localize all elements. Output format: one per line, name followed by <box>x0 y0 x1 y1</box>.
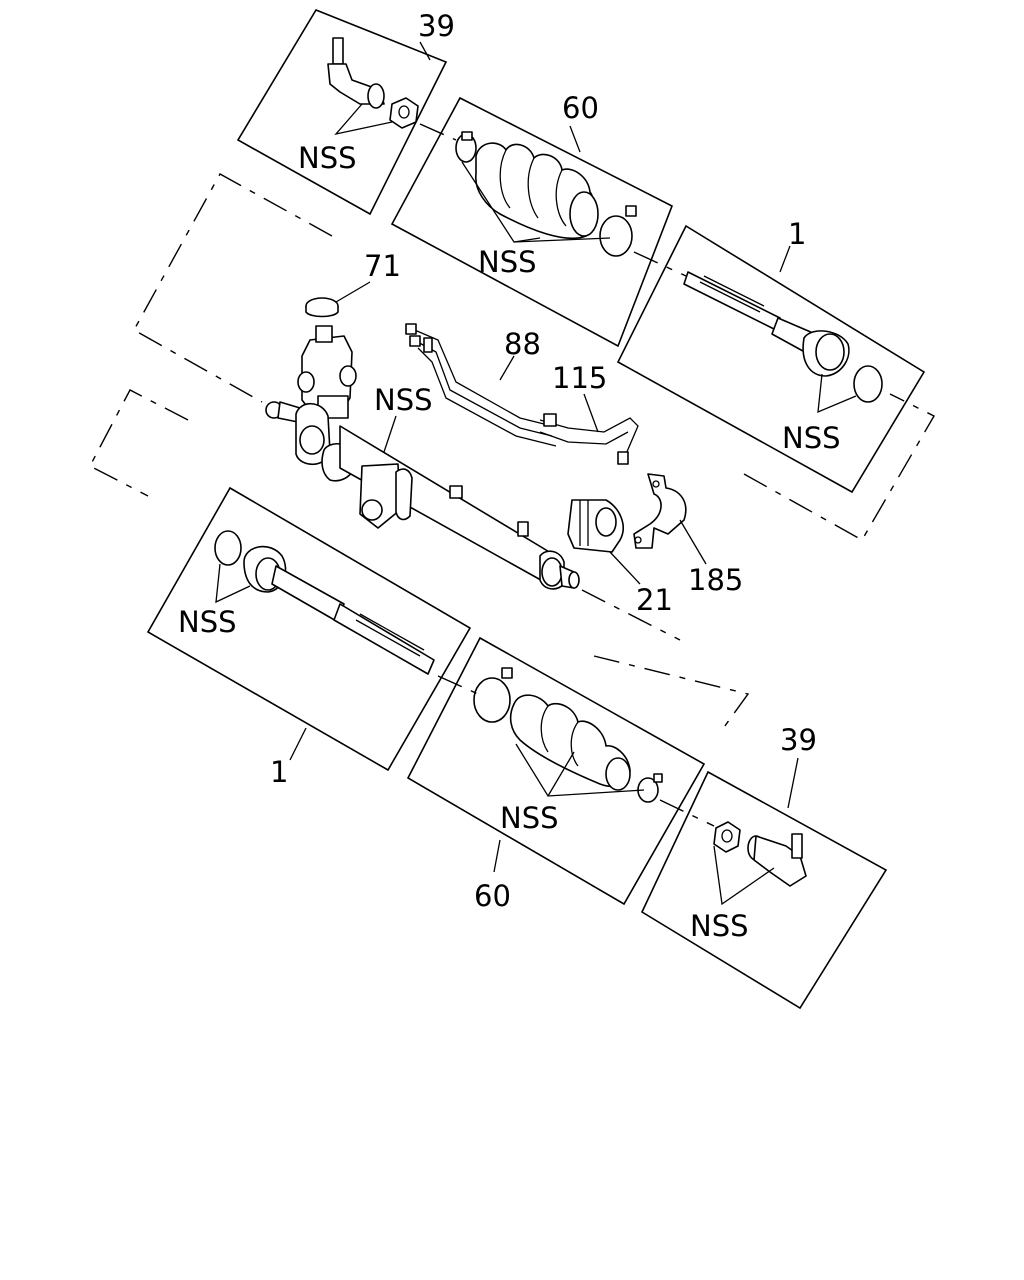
tie-rod-end-lower-part <box>747 833 807 887</box>
box-boot-upper <box>390 96 674 348</box>
leader-nss-lower-inner-rod <box>215 563 251 604</box>
callout-115: 115 <box>552 361 607 395</box>
group-boot-lower: NSS 60 <box>406 636 706 913</box>
group-pipe-88: 88 <box>405 323 557 447</box>
assembly-axis-lines <box>419 123 715 827</box>
box-inner-tie-rod-lower <box>146 486 472 772</box>
leader-nss-upper-inner-rod <box>817 373 857 414</box>
box-boot-lower <box>406 636 706 906</box>
inner-tie-rod-lower-part <box>243 545 435 675</box>
boot-clamp-small-upper <box>455 131 477 163</box>
callout-60-lower: 60 <box>474 879 511 913</box>
callout-60-upper: 60 <box>562 91 599 125</box>
group-cap-71: 71 <box>305 249 401 318</box>
box-tie-rod-end-lower <box>640 770 888 1010</box>
callout-71: 71 <box>364 249 401 283</box>
box-tie-rod-end-upper <box>236 9 448 216</box>
leader-nss-upper-tie-rod-end <box>334 103 393 136</box>
label-nss-upper-inner-rod: NSS <box>782 421 841 455</box>
group-tie-rod-end-upper: NSS 39 <box>236 9 455 216</box>
nut-upper <box>389 97 419 129</box>
boot-clamp-small-lower <box>637 773 663 803</box>
label-nss-lower-tie-rod-end: NSS <box>690 909 749 943</box>
group-inner-tie-rod-lower: NSS 1 <box>146 486 472 789</box>
callout-1-lower: 1 <box>270 755 288 789</box>
callout-39-lower: 39 <box>780 723 817 757</box>
label-nss-lower-boot: NSS <box>500 801 559 835</box>
group-boot-upper: NSS 60 <box>390 91 674 348</box>
callout-39-upper: 39 <box>418 9 455 43</box>
leader-nss-lower-tie-rod-end <box>713 845 775 906</box>
o-ring-lower <box>214 530 242 566</box>
callout-21: 21 <box>636 583 673 617</box>
box-inner-tie-rod-upper <box>616 224 926 494</box>
boot-bellows-lower <box>509 694 631 791</box>
rack-housing: NSS <box>265 325 580 590</box>
tie-rod-end-upper-part <box>327 37 385 109</box>
group-bushing-21: 21 <box>567 499 673 617</box>
inner-tie-rod-upper-part <box>683 271 850 377</box>
group-inner-tie-rod-upper: NSS 1 <box>616 217 926 494</box>
group-tie-rod-end-lower: NSS 39 <box>640 723 888 1010</box>
callout-1-upper: 1 <box>788 217 806 251</box>
label-nss-lower-inner-rod: NSS <box>178 605 237 639</box>
group-clamp-185: 185 <box>633 473 743 597</box>
nut-lower <box>713 821 741 853</box>
main-assembly-frame <box>89 173 935 731</box>
boot-clamp-large-upper <box>599 205 637 257</box>
label-nss-rack-housing: NSS <box>374 383 433 417</box>
callout-88: 88 <box>504 327 541 361</box>
label-nss-upper-tie-rod-end: NSS <box>298 141 357 175</box>
boot-clamp-large-lower <box>473 667 513 723</box>
group-pipe-115: 115 <box>539 361 639 465</box>
callout-185: 185 <box>688 563 743 597</box>
label-nss-upper-boot: NSS <box>478 245 537 279</box>
o-ring-upper <box>853 365 883 403</box>
boot-bellows-upper <box>475 142 599 240</box>
